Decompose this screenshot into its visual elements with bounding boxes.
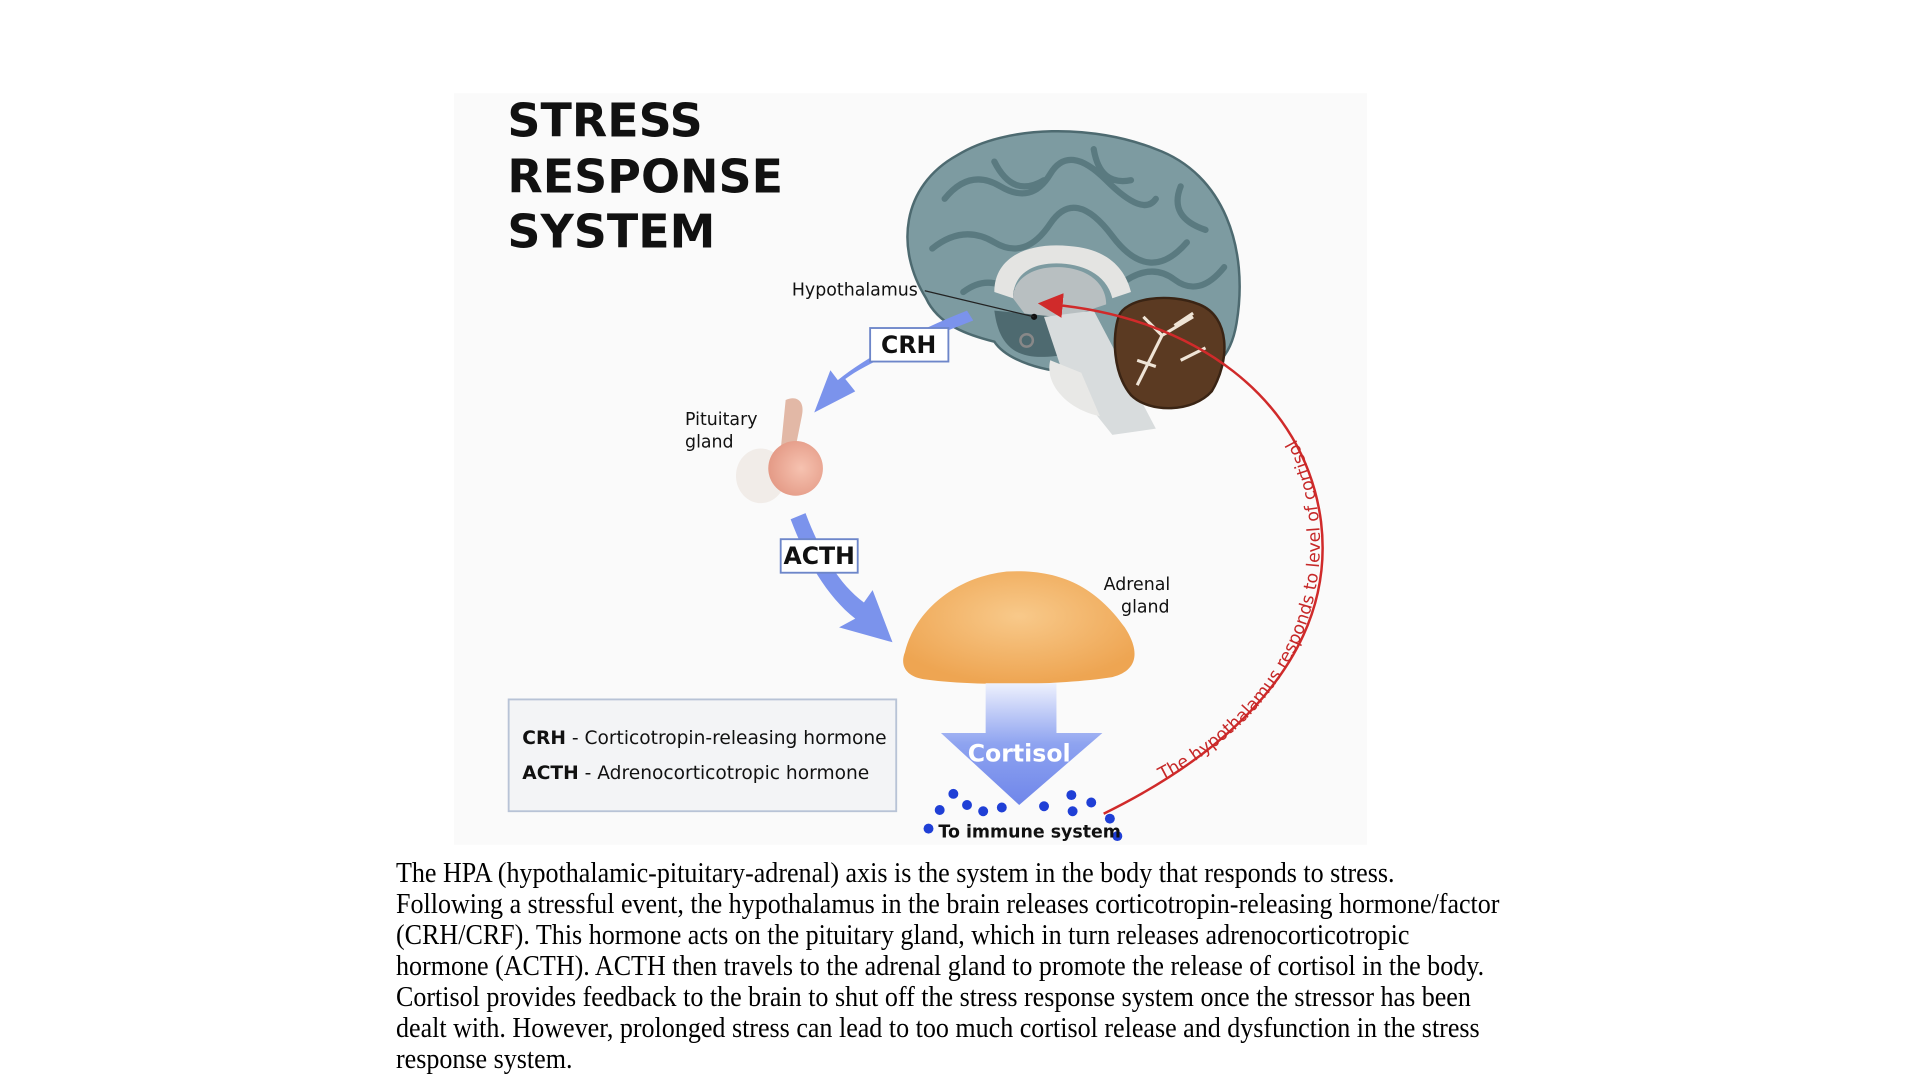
hypothalamus-leader-line <box>924 290 1035 318</box>
legend-abbr-acth: ACTH <box>522 763 578 784</box>
legend-abbr-crh: CRH <box>522 728 566 749</box>
acth-box-label: ACTH <box>783 542 854 570</box>
title-line-3: SYSTEM <box>507 204 715 258</box>
title-line-1: STRESS <box>507 94 702 148</box>
feedback-arrow <box>1037 293 1324 815</box>
legend-box: CRH - Corticotropin-releasing hormone AC… <box>507 698 898 813</box>
legend-def-crh: - Corticotropin-releasing hormone <box>566 728 887 749</box>
hypothalamus-label: Hypothalamus <box>792 281 918 301</box>
adrenal-gland-illustration <box>903 571 1135 684</box>
legend-def-acth: - Adrenocorticotropic hormone <box>579 763 870 784</box>
caption-paragraph: The HPA (hypothalamic-pituitary-adrenal)… <box>396 858 1500 1075</box>
pituitary-label-line-2: gland <box>685 432 734 452</box>
adrenal-label-line-2: gland <box>1121 597 1170 617</box>
legend-item-crh: CRH - Corticotropin-releasing hormone <box>522 728 886 749</box>
diagram-title: STRESS RESPONSE SYSTEM <box>507 94 783 259</box>
cortisol-arrow <box>940 683 1103 806</box>
stress-response-diagram: STRESS RESPONSE SYSTEM Hypothalamus CRH … <box>454 93 1367 845</box>
brain-illustration <box>906 129 1241 435</box>
crh-box <box>869 327 950 363</box>
cortisol-label: Cortisol <box>968 740 1071 768</box>
cortisol-dots <box>923 788 1123 842</box>
acth-box <box>779 538 859 574</box>
adrenal-label-line-1: Adrenal <box>1104 575 1171 595</box>
pituitary-gland-illustration <box>735 398 823 504</box>
legend-item-acth: ACTH - Adrenocorticotropic hormone <box>522 763 869 784</box>
crh-box-label: CRH <box>881 331 936 359</box>
title-line-2: RESPONSE <box>507 150 783 204</box>
pituitary-label-line-1: Pituitary <box>685 410 757 430</box>
immune-system-label: To immune system <box>938 822 1120 842</box>
